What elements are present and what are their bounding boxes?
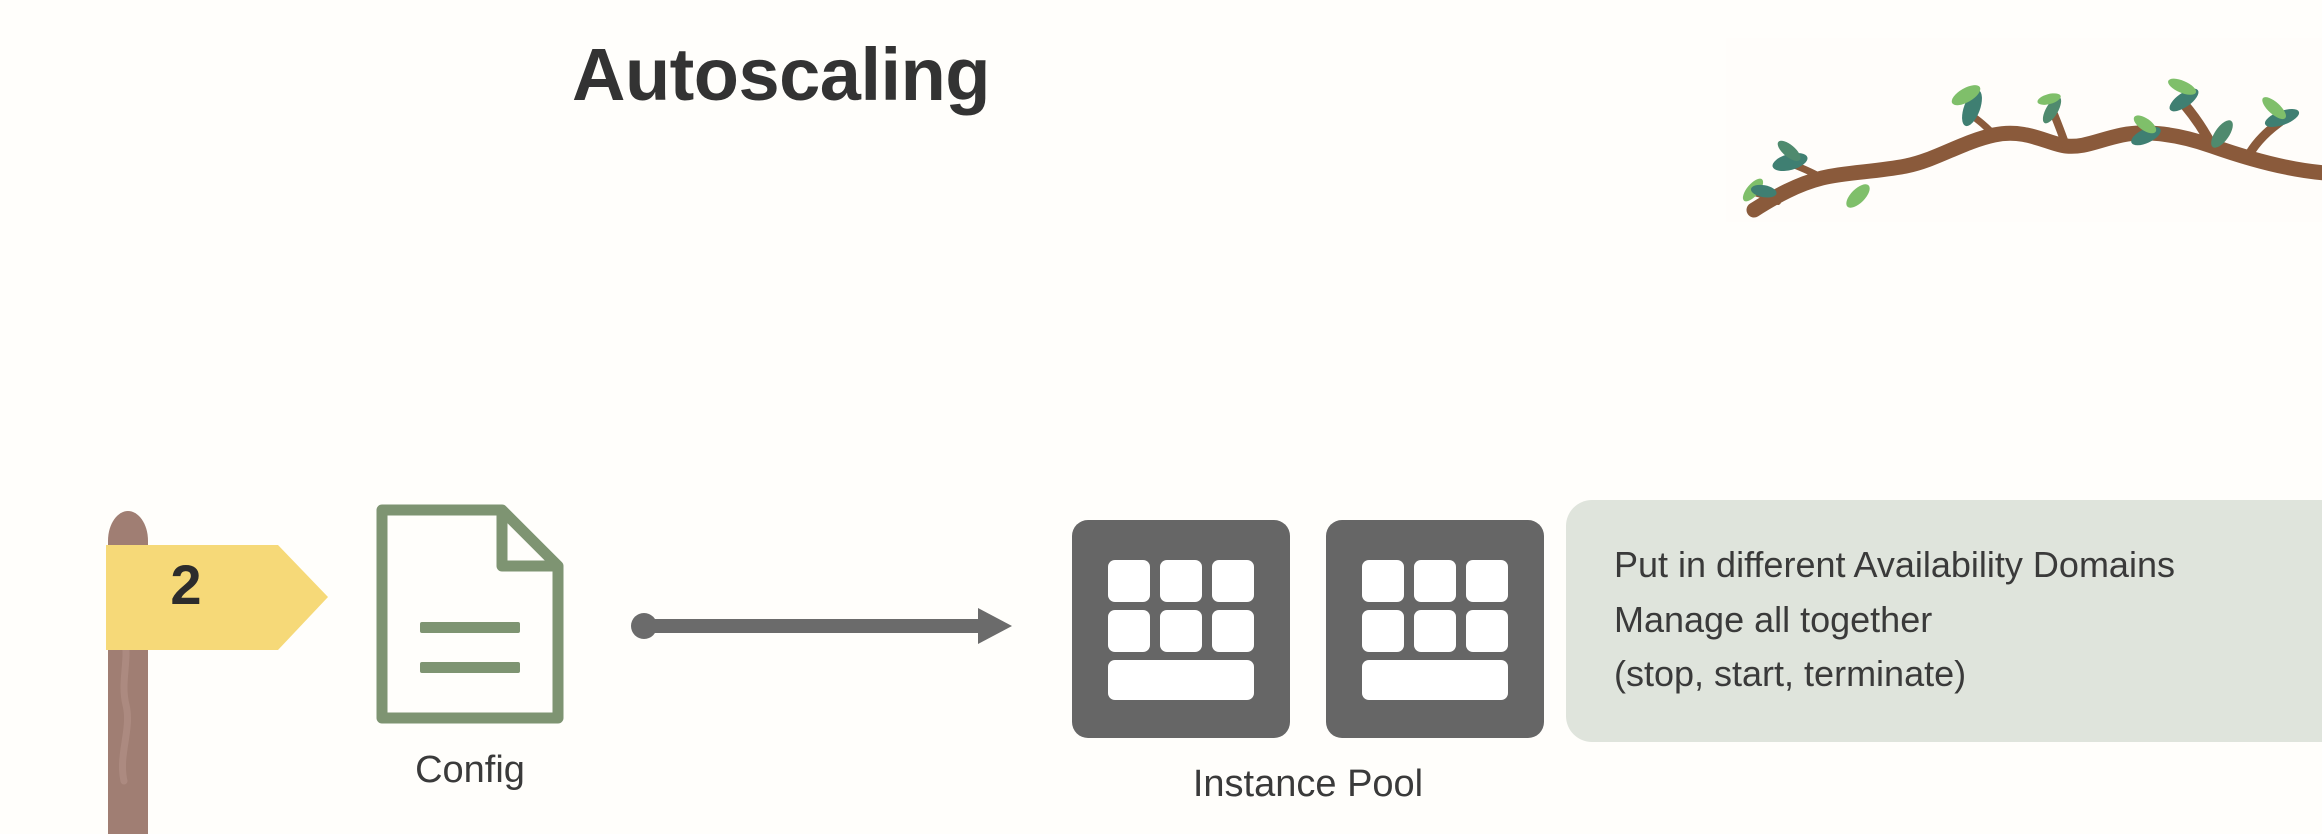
callout-line-1: Put in different Availability Domains (1614, 544, 2175, 585)
step-signpost: 2 (100, 505, 340, 834)
node-config[interactable]: Config (370, 500, 570, 792)
tree-branch-illustration (1726, 38, 2322, 222)
callout-box: Put in different Availability Domains Ma… (1566, 500, 2322, 743)
callout-line-2: Manage all together (1614, 598, 1933, 640)
step-number: 2 (170, 553, 202, 616)
instance-grid-icon (1072, 520, 1290, 738)
node-config-label: Config (415, 749, 525, 791)
callout-line-3: (stop, start, terminate) (1614, 653, 1967, 695)
instance-icon-group (1070, 518, 1546, 740)
node-instance-pool[interactable]: Instance Pool (1070, 518, 1546, 806)
instance-grid-icon (1326, 520, 1544, 738)
flow-arrow (630, 600, 1020, 652)
node-instance-pool-label: Instance Pool (1192, 763, 1424, 805)
document-icon (376, 504, 564, 724)
page-title: Autoscaling (572, 33, 990, 116)
